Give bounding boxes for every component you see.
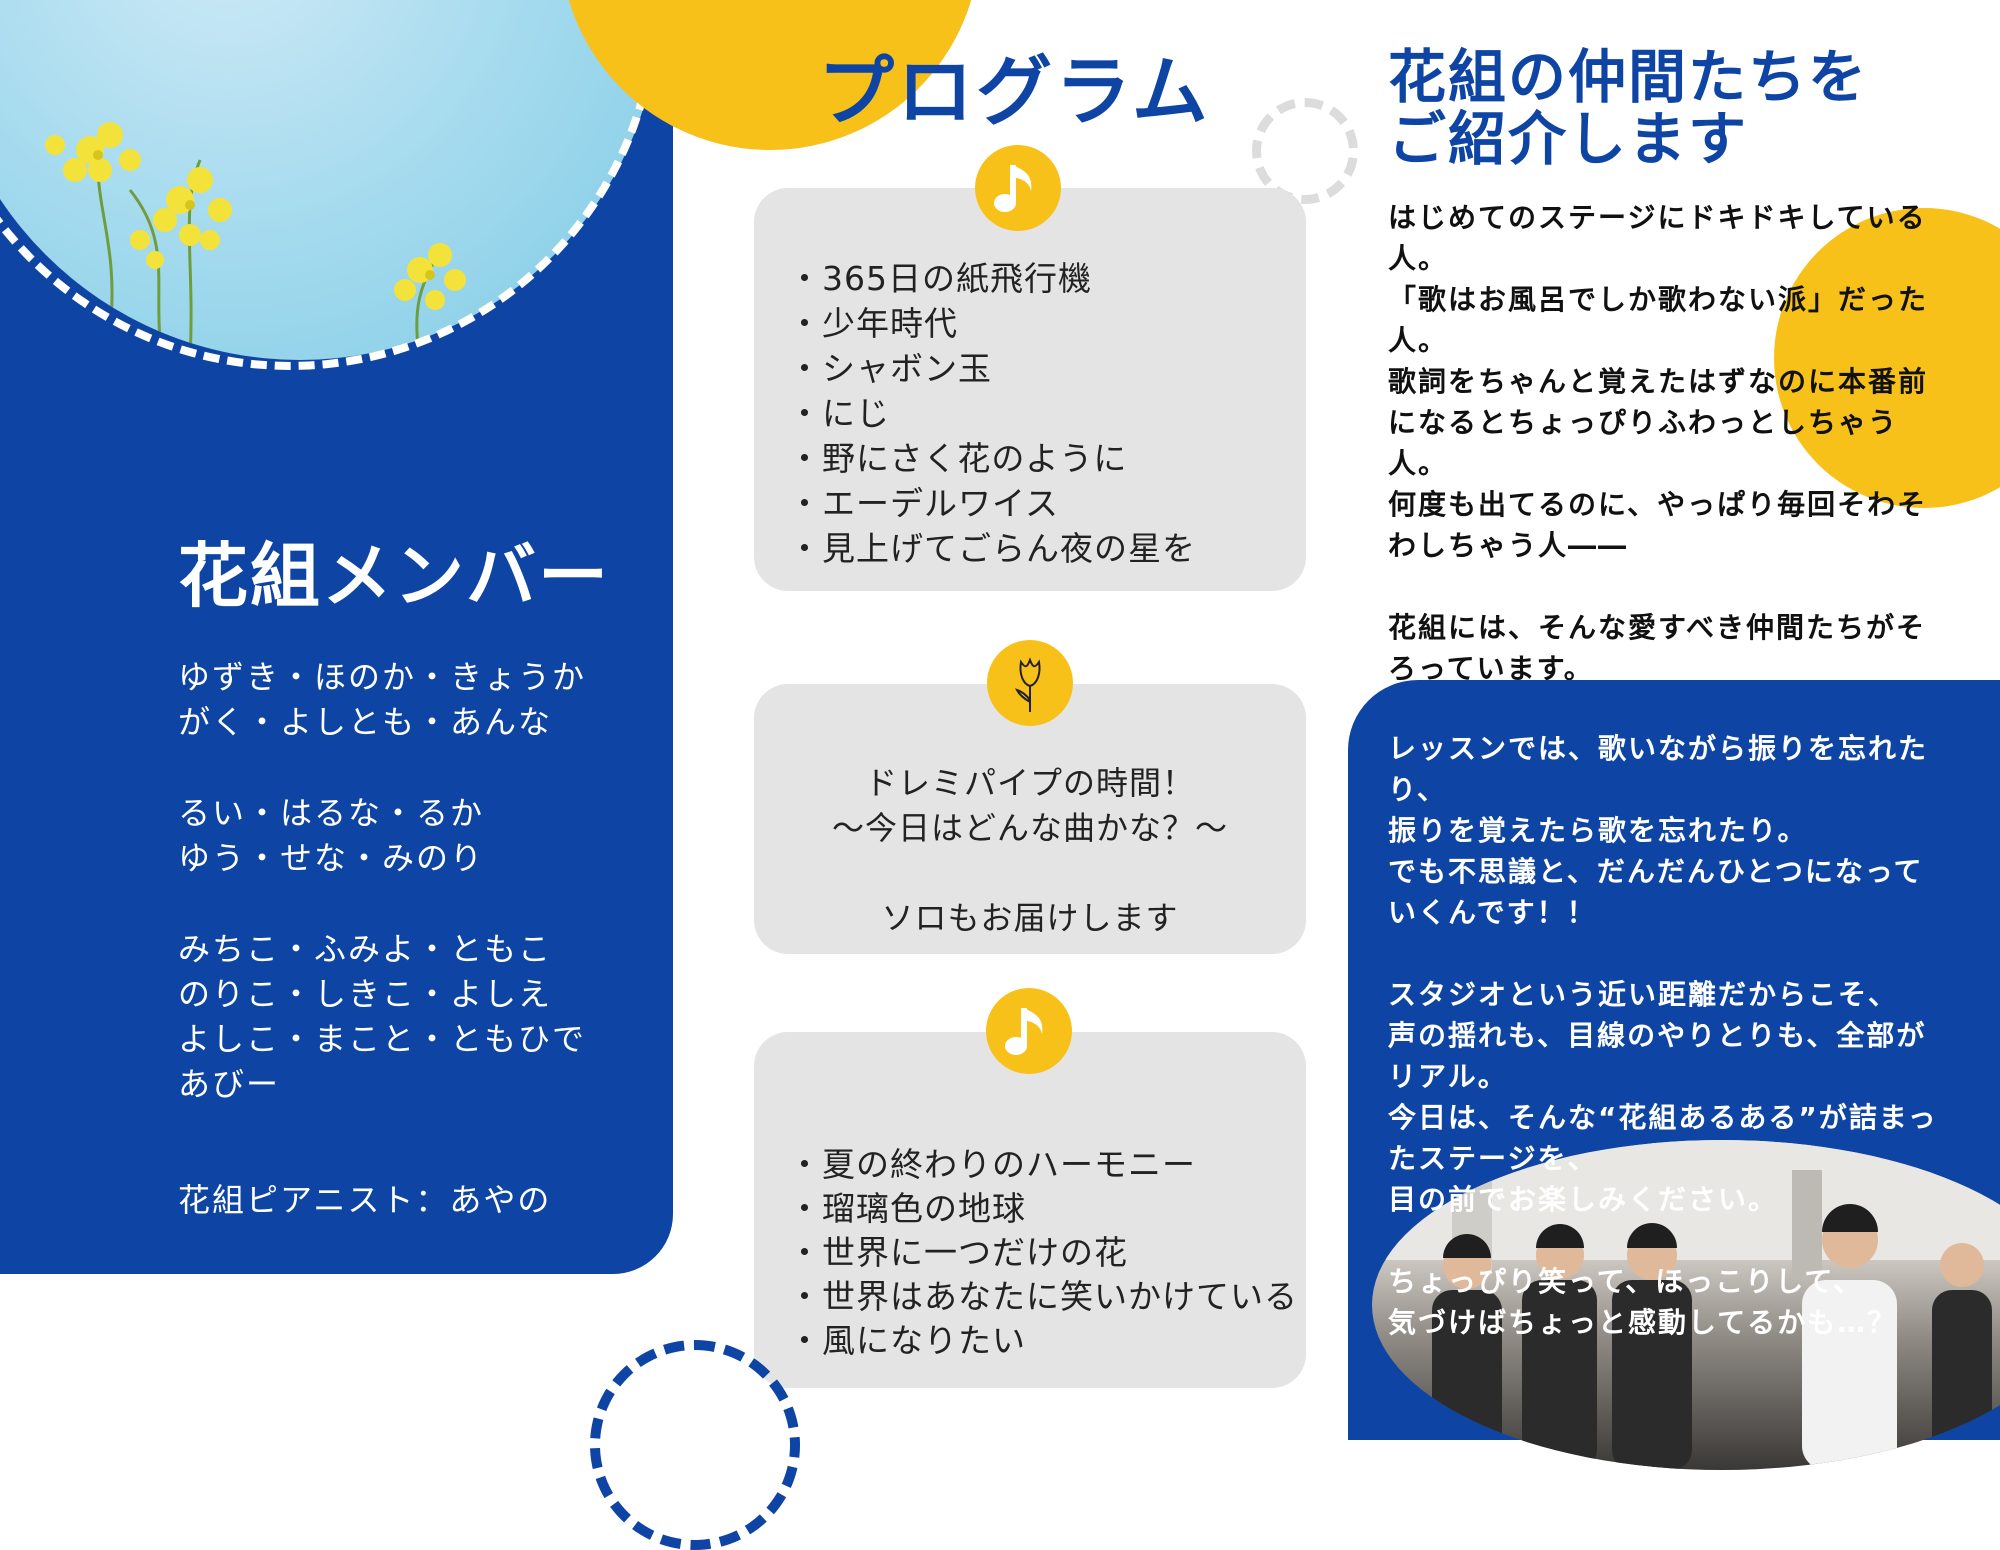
dashed-circle-decoration xyxy=(590,1340,800,1550)
program-item: ・世界はあなたに笑いかけている xyxy=(788,1277,1298,1316)
program-text: ソロもお届けします xyxy=(881,899,1179,937)
intro-text: 人。 xyxy=(1388,324,1449,357)
tulip-icon xyxy=(987,640,1073,726)
program-item: ・シャボン玉 xyxy=(788,349,992,388)
lesson-text: スタジオという近い距離だからこそ、 xyxy=(1388,978,1899,1011)
member-line: るい・はるな・るか xyxy=(178,794,485,832)
program-item: ・野にさく花のように xyxy=(788,439,1128,478)
member-line: みちこ・ふみよ・ともこ xyxy=(178,930,553,968)
program-item: ・風になりたい xyxy=(788,1321,1026,1360)
intro-text: 「歌はお風呂でしか歌わない派」だった xyxy=(1388,283,1929,316)
program-card-3 xyxy=(754,1032,1306,1388)
intro-text: になるとちょっぴりふわっとしちゃう xyxy=(1388,406,1899,439)
lesson-text: たステージを、 xyxy=(1388,1142,1598,1175)
lesson-text: でも不思議と、だんだんひとつになって xyxy=(1388,855,1924,888)
intro-text: 人。 xyxy=(1388,447,1449,480)
lesson-text: 今日は、そんな“花組あるある”が詰まっ xyxy=(1388,1101,1938,1134)
program-item: ・エーデルワイス xyxy=(788,484,1060,523)
lesson-text: レッスンでは、歌いながら振りを忘れた xyxy=(1388,732,1929,765)
lesson-text: 気づけばちょっと感動してるかも…？ xyxy=(1388,1306,1898,1339)
program-item: ・にじ xyxy=(788,394,890,433)
program-item: ・365日の紙飛行機 xyxy=(788,259,1092,298)
program-item: ・瑠璃色の地球 xyxy=(788,1189,1026,1228)
intro-text: わしちゃう人―― xyxy=(1388,529,1629,562)
lesson-text: 目の前でお楽しみください。 xyxy=(1388,1183,1779,1216)
program-text: 〜今日はどんな曲かな？〜 xyxy=(831,809,1228,847)
program-card-2 xyxy=(754,684,1306,954)
dashed-circle-decoration xyxy=(1252,98,1358,204)
members-title: 花組メンバー xyxy=(178,535,610,617)
lesson-text: 振りを覚えたら歌を忘れたり。 xyxy=(1388,814,1808,847)
program-title: プログラム xyxy=(818,47,1211,136)
member-line: あびー xyxy=(178,1065,281,1103)
member-line: ゆずき・ほのか・きょうか xyxy=(178,658,587,696)
program-text: ドレミパイプの時間！ xyxy=(864,764,1195,802)
program-card-1 xyxy=(754,188,1306,591)
lesson-text: いくんです！！ xyxy=(1388,896,1597,929)
lesson-text: 声の揺れも、目線のやりとりも、全部が xyxy=(1388,1019,1927,1052)
member-line: よしこ・まこと・ともひで xyxy=(178,1020,587,1058)
member-line: ゆう・せな・みのり xyxy=(178,839,485,877)
members-panel: 花組メンバー ゆずき・ほのか・きょうか がく・よしとも・あんな るい・はるな・る… xyxy=(0,0,673,1274)
intro-title: ご紹介します xyxy=(1388,105,1749,173)
program-item: ・少年時代 xyxy=(788,304,958,343)
intro-text: ろっています。 xyxy=(1388,652,1594,685)
lesson-text: リアル。 xyxy=(1388,1060,1508,1093)
program-item: ・見上げてごらん夜の星を xyxy=(788,529,1196,568)
intro-text: 何度も出てるのに、やっぱり毎回そわそ xyxy=(1388,488,1928,521)
intro-title: 花組の仲間たちを xyxy=(1388,43,1869,111)
intro-text: はじめてのステージにドキドキしている xyxy=(1388,201,1927,234)
intro-text: 花組には、そんな愛すべき仲間たちがそ xyxy=(1388,611,1927,644)
yellow-circle-decoration xyxy=(1774,208,2000,508)
intro-text: 人。 xyxy=(1388,242,1449,275)
member-line: がく・よしとも・あんな xyxy=(178,703,553,741)
program-item: ・世界に一つだけの花 xyxy=(788,1233,1128,1272)
lesson-text: ちょっぴり笑って、ほっこりして、 xyxy=(1388,1265,1863,1298)
program-item: ・夏の終わりのハーモニー xyxy=(788,1145,1196,1184)
music-note-icon xyxy=(986,988,1072,1074)
member-line: のりこ・しきこ・よしえ xyxy=(178,975,553,1013)
pianist-line: 花組ピアニスト：あやの xyxy=(178,1181,552,1219)
music-note-icon xyxy=(975,145,1061,231)
intro-text: 歌詞をちゃんと覚えたはずなのに本番前 xyxy=(1388,365,1929,398)
lesson-text: り、 xyxy=(1388,773,1447,806)
